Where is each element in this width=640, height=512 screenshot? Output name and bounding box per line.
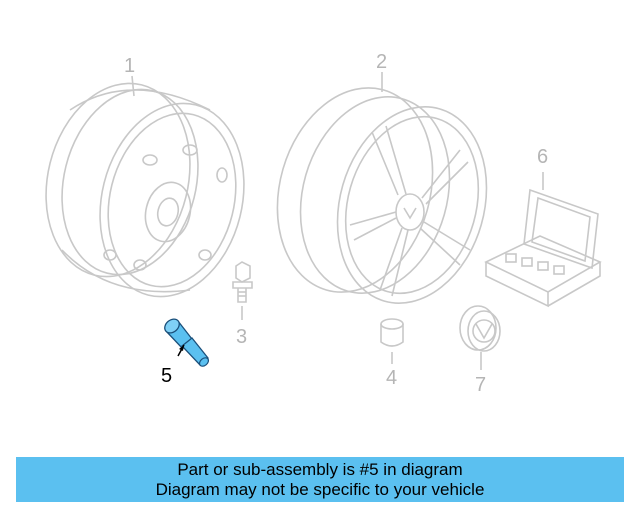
callout-3: 3 — [236, 326, 248, 348]
steel-wheel-part[interactable] — [26, 68, 263, 312]
callout-6: 6 — [537, 146, 549, 168]
callout-5: 5 — [161, 365, 173, 387]
banner-line-2: Diagram may not be specific to your vehi… — [155, 480, 485, 499]
info-banner: Part or sub-assembly is #5 in diagram Di… — [16, 457, 624, 502]
callout-4: 4 — [386, 367, 398, 389]
callout-7: 7 — [475, 374, 487, 396]
callout-2: 2 — [376, 51, 388, 73]
lug-bolt-part[interactable] — [232, 261, 253, 320]
callout-1: 1 — [124, 55, 136, 77]
wheel-nut-part[interactable] — [380, 318, 404, 364]
alloy-wheel-part[interactable] — [254, 69, 509, 321]
banner-line-1: Part or sub-assembly is #5 in diagram — [177, 460, 463, 479]
center-cap-part[interactable] — [459, 305, 501, 370]
tpms-kit-part[interactable] — [484, 172, 602, 308]
valve-stem-part[interactable] — [162, 316, 210, 368]
